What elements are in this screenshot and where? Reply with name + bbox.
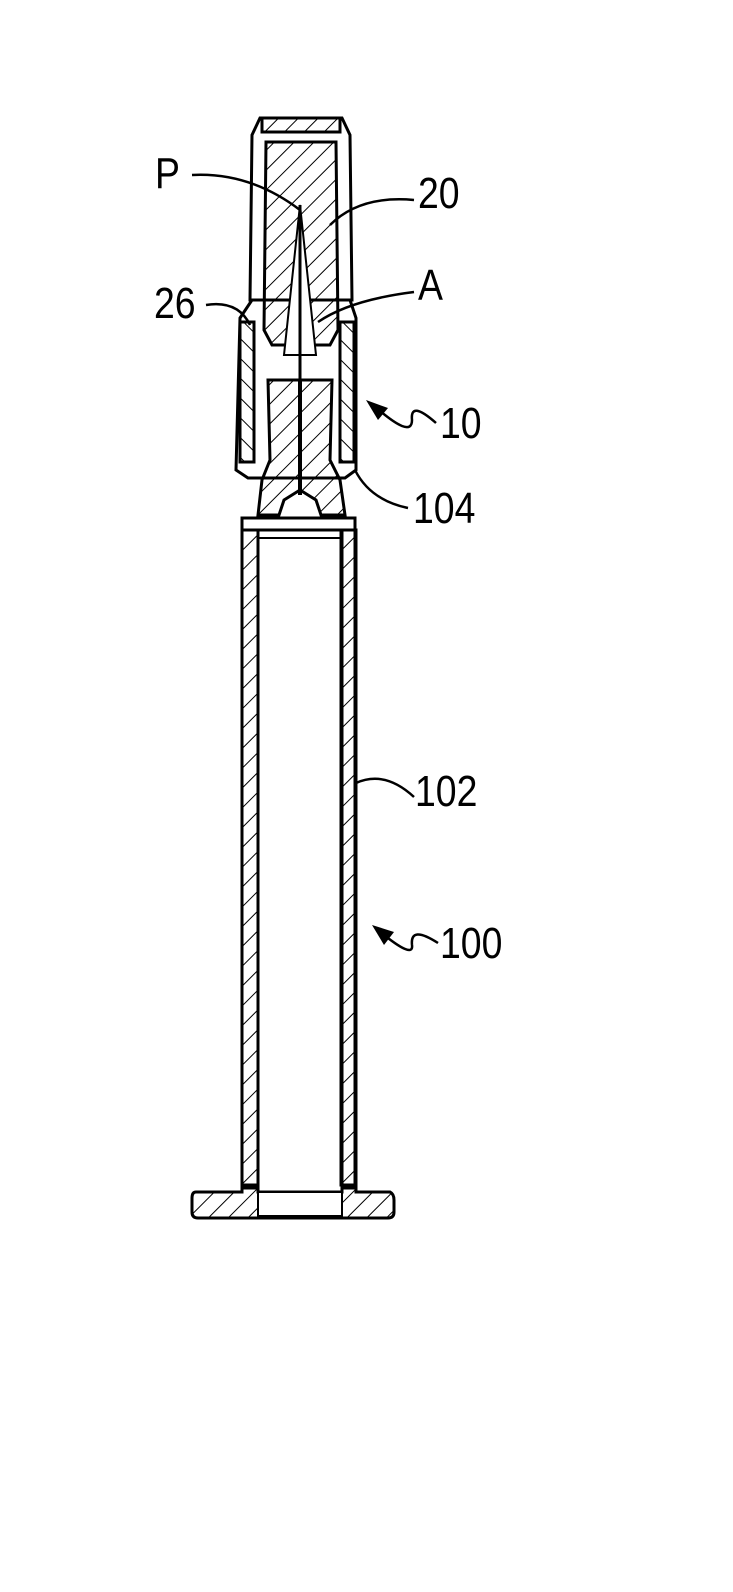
leader-100 <box>377 929 439 952</box>
label-100: 100 <box>440 919 503 968</box>
leader-A <box>317 290 415 324</box>
leader-102 <box>355 777 415 798</box>
leader-20 <box>329 198 415 226</box>
leader-lines <box>191 173 439 952</box>
label-20: 20 <box>418 169 460 218</box>
syringe-hub <box>256 378 347 520</box>
leader-P <box>191 173 301 211</box>
label-26: 26 <box>154 279 196 328</box>
arrow-10-icon <box>366 400 388 420</box>
leader-10 <box>371 403 437 429</box>
label-A: A <box>418 261 443 310</box>
syringe-flange <box>190 1186 396 1220</box>
label-102: 102 <box>415 767 478 816</box>
label-10: 10 <box>440 399 482 448</box>
arrow-100-icon <box>372 925 394 945</box>
syringe-barrel <box>240 516 358 1190</box>
leader-104 <box>353 469 409 510</box>
leader-26 <box>205 302 252 326</box>
arrowheads <box>366 400 394 945</box>
label-104: 104 <box>413 484 476 533</box>
label-P: P <box>155 149 180 198</box>
